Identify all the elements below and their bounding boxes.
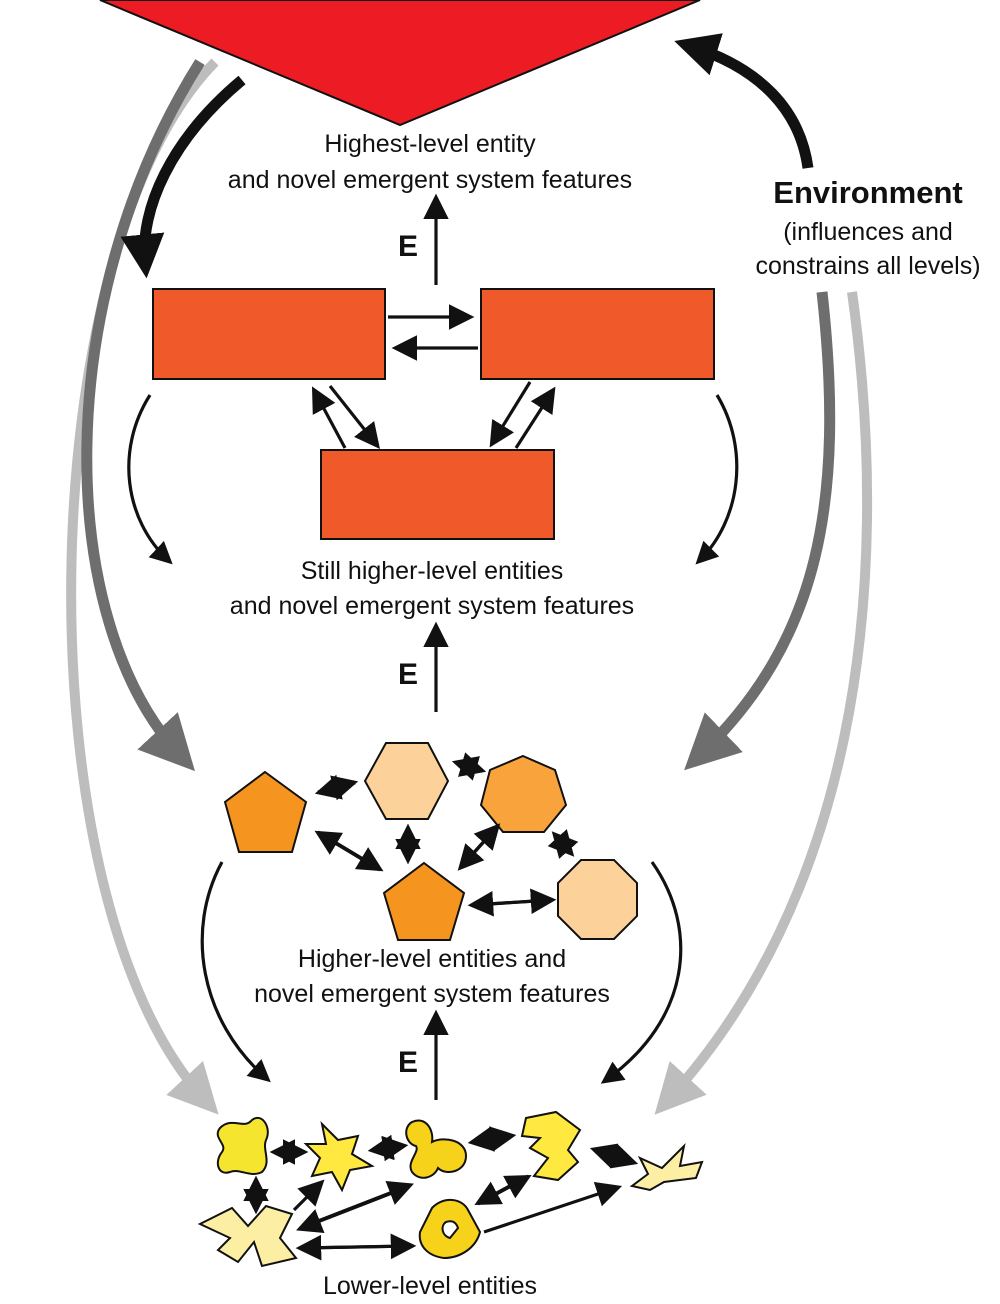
curved-arrow-right-lower (600, 861, 683, 1084)
octagon-right (557, 859, 638, 940)
arrow-pentc-hept-b (457, 824, 500, 871)
dark-gray-arc-right (684, 291, 836, 771)
curved-arrow-right-upper (695, 394, 739, 565)
higher-entity-interaction-arrows (314, 752, 579, 917)
emergence-label-1: E (398, 230, 418, 263)
arrow-b3-b4-b (467, 1126, 513, 1152)
environment-feedback-arc (674, 33, 814, 169)
still-higher-label-line1: Still higher-level entities (301, 557, 564, 585)
blob-2 (303, 1120, 375, 1193)
higher-level-entities (223, 742, 638, 941)
environment-subtitle-line2: constrains all levels) (755, 252, 980, 280)
heptagon-top-right (479, 754, 568, 833)
environment-subtitle-line1: (influences and (783, 218, 953, 246)
top-down-black-arc (120, 75, 246, 279)
box-interaction-arrows (311, 304, 556, 450)
arrow-hex-hept-b (451, 756, 483, 781)
emergence-label-3: E (398, 1046, 418, 1079)
box-arrow-bottom-to-left (311, 386, 347, 449)
box-arrow-left-to-bottom (328, 385, 380, 450)
higher-label-line2: novel emergent system features (254, 980, 610, 1008)
arrow-hept-oct-b (551, 831, 579, 859)
still-higher-entity-box-right (480, 288, 715, 380)
still-higher-label-line2: and novel emergent system features (230, 592, 634, 620)
arrow-pent-hex-b (314, 774, 356, 800)
blob-5 (629, 1142, 704, 1192)
lower-level-entities (197, 1110, 704, 1268)
hexagon-top (363, 742, 450, 820)
curved-arrow-left-upper (127, 394, 173, 565)
arrow-b7-b5 (483, 1181, 623, 1234)
dark-gray-arc-left (81, 59, 205, 772)
arrow-b2-b3-b (367, 1134, 405, 1161)
arrow-b7-b4-b (474, 1174, 529, 1206)
still-higher-entity-box-left (152, 288, 386, 380)
arrow-b6-b7-b (295, 1234, 413, 1261)
highest-level-entity-triangle (99, 0, 701, 127)
blob-1 (216, 1117, 269, 1175)
still-higher-entity-box-bottom (320, 449, 555, 540)
arrow-b4-b5-b (589, 1143, 635, 1168)
blob-6 (197, 1204, 298, 1268)
pentagon-left (223, 770, 308, 853)
environment-title: Environment (773, 175, 962, 210)
blob-4 (520, 1110, 582, 1182)
box-arrow-right-to-bottom (489, 381, 532, 448)
lower-entity-interaction-arrows (243, 1126, 639, 1261)
curved-arrow-left-lower (200, 861, 271, 1083)
highest-level-label-line1: Highest-level entity (324, 130, 536, 158)
blob-3 (405, 1119, 468, 1179)
downward-influence-arcs (66, 58, 873, 1115)
light-gray-arc-right (654, 291, 873, 1115)
box-arrow-bottom-to-right (514, 386, 556, 449)
arrow-pentc-oct-b (467, 890, 553, 917)
emergence-label-2: E (398, 658, 418, 691)
arrow-b6-b2 (292, 1179, 325, 1212)
arrow-b6-b3-b (296, 1184, 411, 1233)
lower-level-label: Lower-level entities (323, 1272, 537, 1300)
highest-level-label-line2: and novel emergent system features (228, 166, 632, 194)
higher-label-line1: Higher-level entities and (298, 945, 566, 973)
arrow-pentl-pentc-b (314, 830, 381, 872)
blob-7 (418, 1199, 482, 1260)
pentagon-center (382, 861, 466, 941)
